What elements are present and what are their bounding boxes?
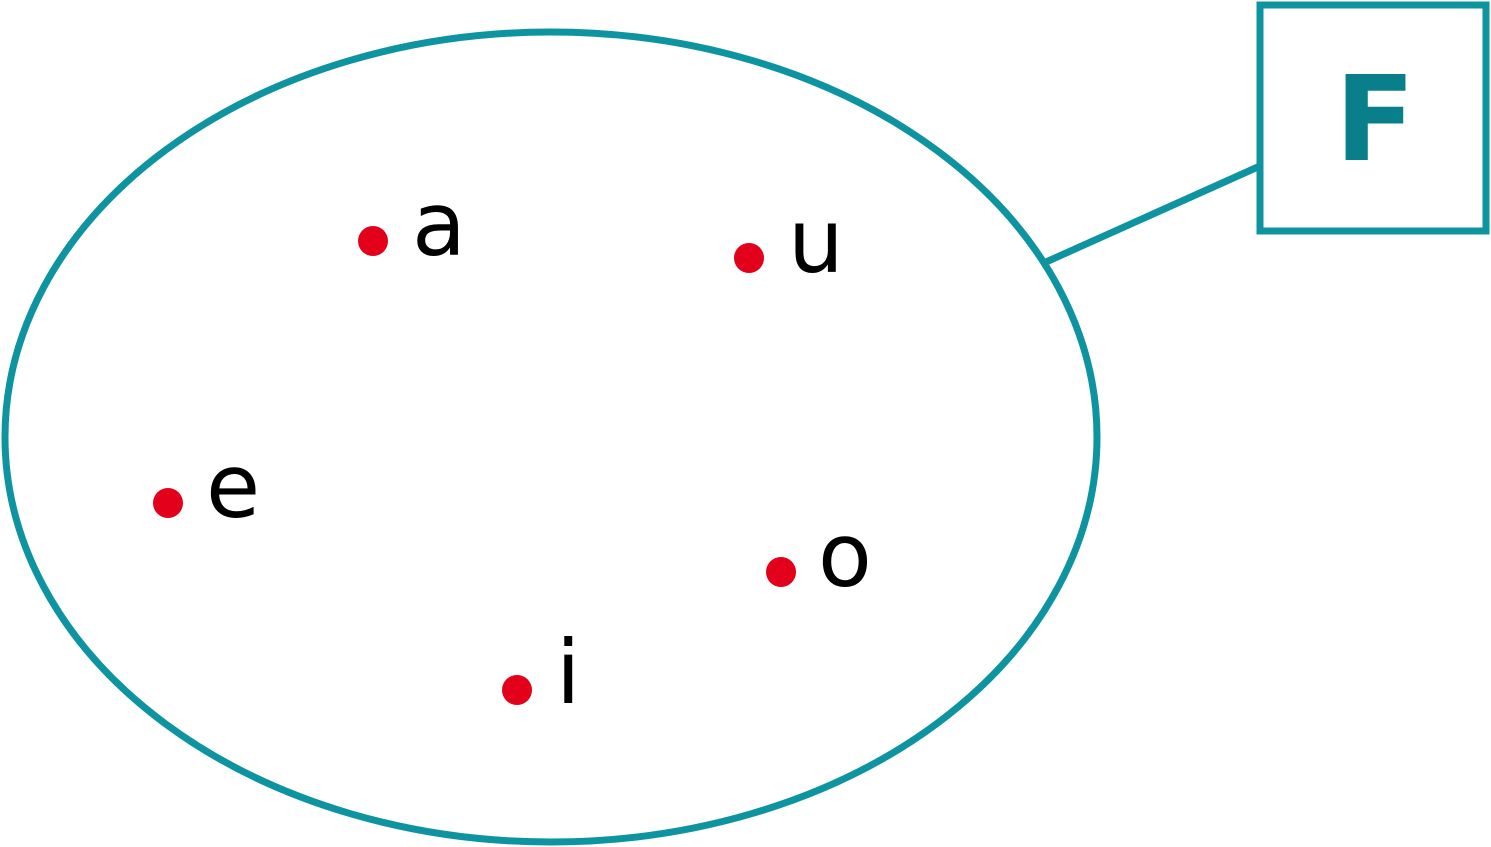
element-e: e xyxy=(153,435,260,538)
element-label: e xyxy=(206,435,260,538)
point-dot xyxy=(734,243,764,273)
connector-line xyxy=(1044,162,1262,266)
point-dot xyxy=(153,488,183,518)
element-u: u xyxy=(734,190,844,293)
element-label: u xyxy=(788,190,844,293)
element-label: a xyxy=(412,173,466,276)
point-dot xyxy=(766,557,796,587)
set-ellipse xyxy=(1,28,1101,846)
set-label: F xyxy=(1335,50,1416,188)
element-label: o xyxy=(818,504,872,607)
element-i: i xyxy=(502,621,580,724)
point-dot xyxy=(358,226,388,256)
element-o: o xyxy=(766,504,872,607)
element-label: i xyxy=(556,621,580,724)
point-dot xyxy=(502,675,532,705)
element-a: a xyxy=(358,173,466,276)
set-label-box xyxy=(1256,1,1490,235)
